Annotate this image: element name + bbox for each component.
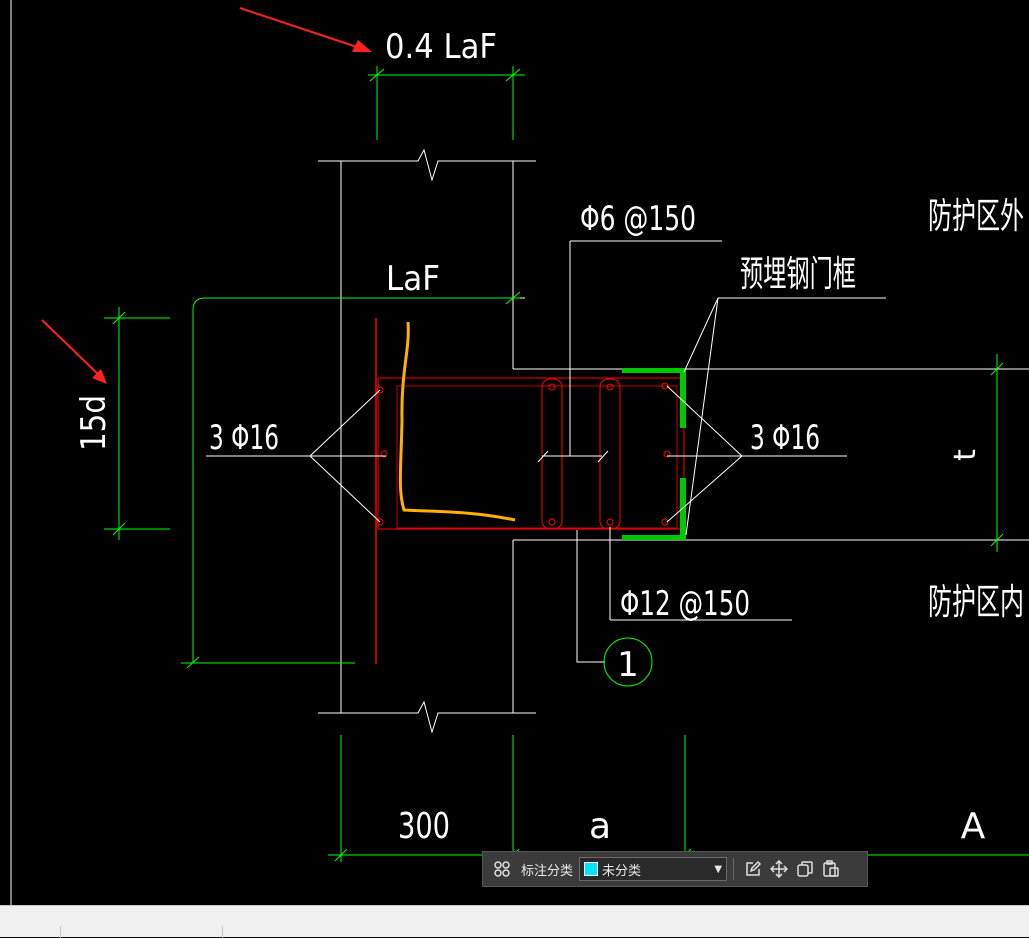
annotation-toolbar: 标注分类 未分类 ▼ <box>482 851 868 887</box>
right-rebar-text: 3 Φ16 <box>750 418 820 458</box>
paste-icon[interactable] <box>818 856 844 882</box>
status-divider <box>222 926 223 938</box>
beam-section <box>375 318 685 664</box>
cad-drawing-canvas[interactable]: 0.4 LaF LaF 15d <box>0 0 1029 905</box>
grid-icon[interactable] <box>489 856 515 882</box>
bottom-dim-A: A <box>961 806 986 847</box>
column-outline <box>318 148 1029 734</box>
bottom-dim-300: 300 <box>398 806 450 847</box>
status-bar <box>0 905 1029 938</box>
frame-text: 预埋钢门框 <box>740 254 856 295</box>
move-icon[interactable] <box>766 856 792 882</box>
side-dim-text: 15d <box>74 395 114 451</box>
laf-text: LaF <box>386 259 440 299</box>
category-select[interactable]: 未分类 ▼ <box>579 857 728 881</box>
top-dim-text: 0.4 LaF <box>385 27 497 67</box>
left-rebar-leader <box>206 389 386 523</box>
cad-drawing[interactable]: 0.4 LaF LaF 15d <box>0 0 1029 905</box>
toolbar-separator <box>733 858 735 880</box>
stirrup-top-text: Φ6 @150 <box>580 199 696 239</box>
outside-zone-label: 防护区外 <box>928 196 1024 237</box>
stirrup-bottom-leader <box>609 527 792 621</box>
annotation-arrows <box>41 7 372 384</box>
inside-zone-label: 防护区内 <box>928 582 1024 623</box>
markup-stroke <box>398 321 516 522</box>
edit-icon[interactable] <box>740 856 766 882</box>
category-value: 未分类 <box>602 863 642 879</box>
chevron-down-icon: ▼ <box>714 863 723 875</box>
stirrup-top-leader <box>537 240 722 463</box>
status-divider <box>60 926 61 938</box>
detail-callout <box>576 530 653 687</box>
side-dimension <box>104 307 170 540</box>
wall-thickness-dimension <box>990 354 1004 552</box>
category-label: 标注分类 <box>521 863 574 879</box>
top-dimension <box>368 66 525 140</box>
category-color-swatch <box>584 862 599 876</box>
embedded-door-frame <box>622 368 686 540</box>
copy-icon[interactable] <box>792 856 818 882</box>
detail-number: 1 <box>617 645 639 685</box>
frame-leader <box>683 297 886 536</box>
wall-thickness-text: t <box>948 449 983 461</box>
left-rebar-text: 3 Φ16 <box>209 418 279 458</box>
stirrup-bottom-text: Φ12 @150 <box>620 584 750 624</box>
anchor-rebar <box>192 297 520 664</box>
bottom-dim-a: a <box>589 806 611 847</box>
